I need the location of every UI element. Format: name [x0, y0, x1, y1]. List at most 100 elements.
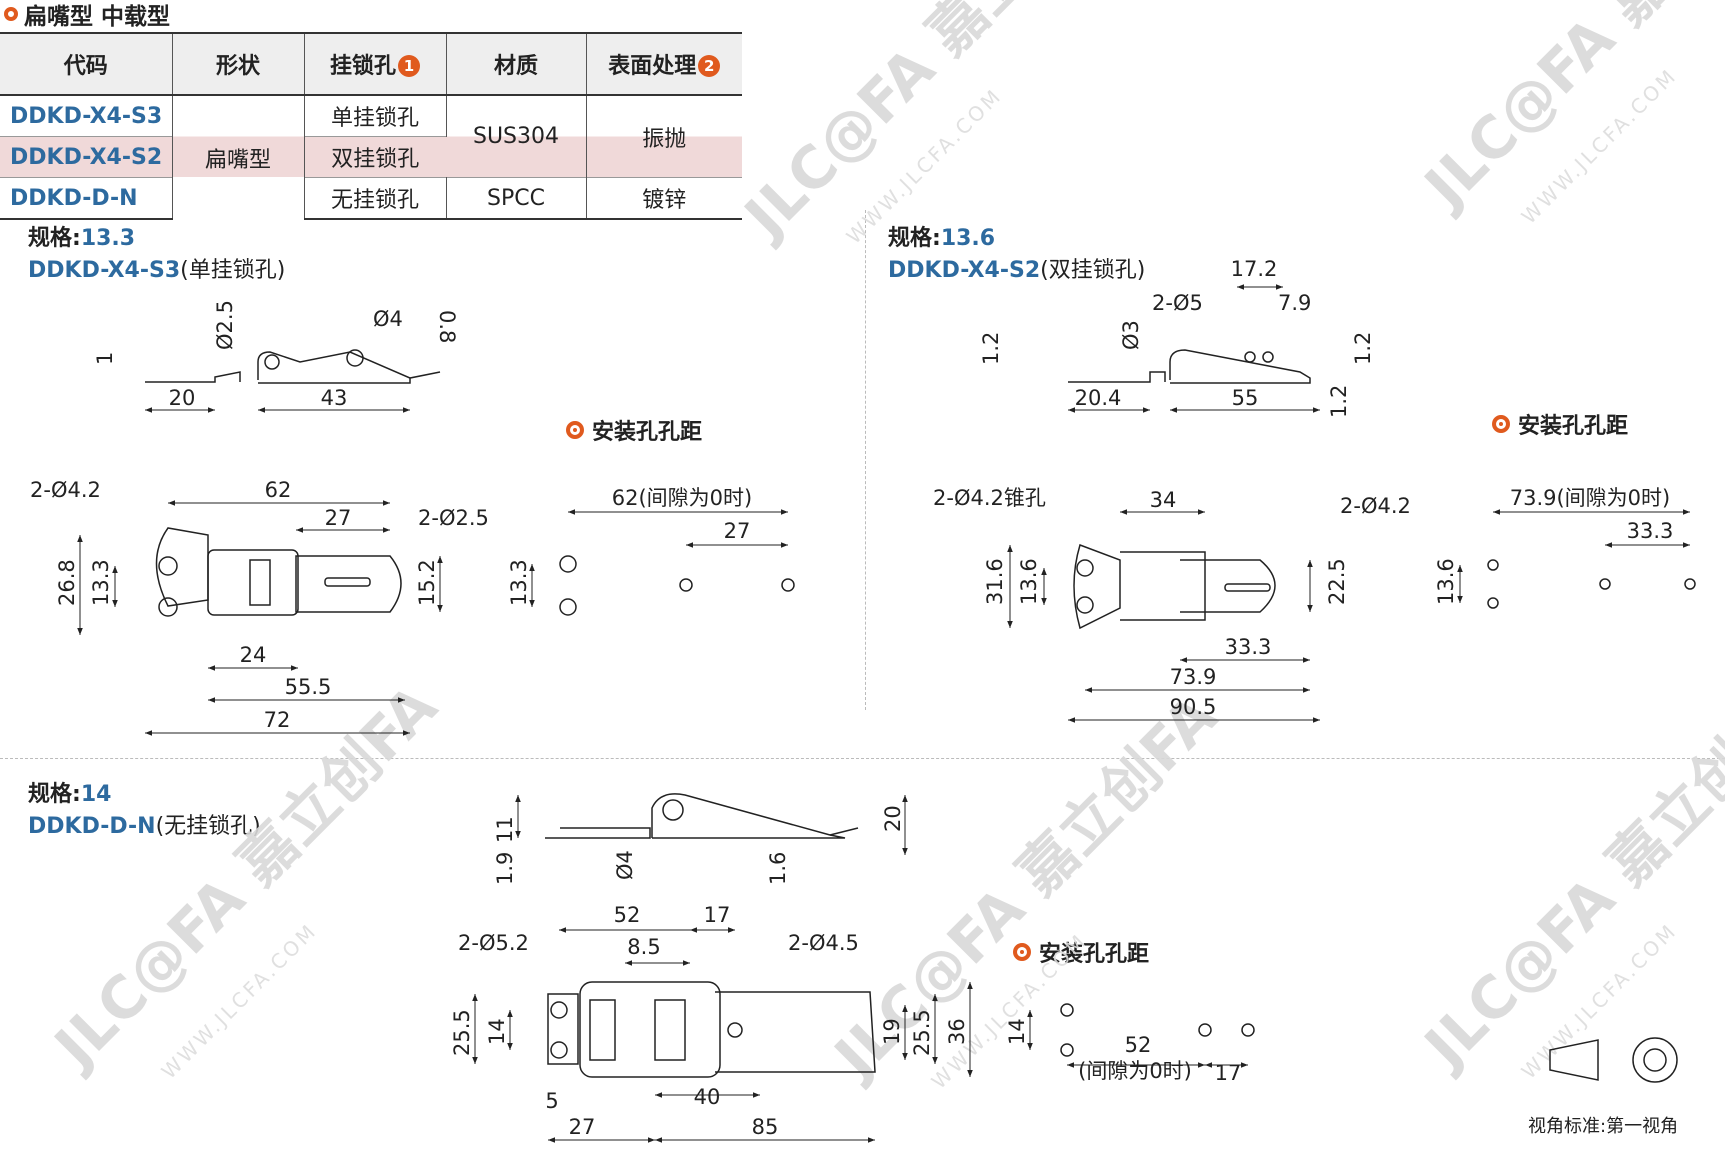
spec-value: 13.3: [80, 226, 136, 251]
top-view-3: [547, 981, 876, 1078]
spec-label-text: 规格:: [28, 782, 81, 807]
title-ring-icon: [4, 7, 18, 21]
spec-label: 规格:13.3: [28, 220, 285, 252]
dim-text: 33.3: [1225, 635, 1272, 659]
spec-code: DDKD-X4-S3(单挂锁孔): [28, 252, 285, 284]
dim-text: 13.3: [507, 559, 531, 606]
dim-text: 55: [1232, 386, 1259, 410]
dim-text: 7.9: [1278, 291, 1311, 315]
dim-text: 17.2: [1231, 257, 1278, 281]
side-view-2: [1068, 349, 1311, 384]
target-icon: [566, 421, 584, 439]
dim-text: 13.3: [89, 559, 113, 606]
col-header-material: 材质: [446, 33, 587, 95]
dim-text: 20: [169, 386, 196, 410]
hole-spacing-label: 安装孔孔距: [1039, 942, 1150, 967]
target-icon: [1013, 943, 1031, 961]
dim-text: 24: [240, 643, 267, 667]
dim-text: 8.5: [627, 935, 660, 959]
col-header-hole-label: 挂锁孔: [329, 54, 396, 79]
dim-text: 27: [325, 506, 352, 530]
dimension-lines: [77, 284, 1690, 1143]
spec-label-text: 规格:: [888, 226, 941, 251]
dim-text: Ø2.5: [213, 300, 237, 350]
dim-text: Ø3: [1119, 320, 1143, 350]
dim-text: 36: [945, 1018, 969, 1045]
dim-text: 34: [1150, 488, 1177, 512]
side-view-1: [145, 349, 441, 384]
code-cell[interactable]: DDKD-D-N: [0, 177, 173, 220]
col-header-surface-label: 表面处理: [608, 54, 697, 79]
material-cell: SUS304: [446, 94, 587, 178]
spec-block-2: 规格:13.6 DDKD-X4-S2(双挂锁孔): [888, 220, 1145, 284]
dim-text: 85: [752, 1115, 779, 1139]
dim-text: 1.2: [1327, 385, 1351, 418]
section-title: 扁嘴型 中载型: [4, 0, 171, 30]
top-view-1: [155, 527, 402, 617]
dim-text: 20.4: [1075, 386, 1122, 410]
code-cell[interactable]: DDKD-X4-S3: [0, 94, 173, 137]
hole-pattern-3: [1060, 1003, 1255, 1057]
first-angle-symbol-icon: [1549, 1037, 1678, 1083]
hole-cell: 双挂锁孔: [304, 136, 446, 178]
col-header-shape: 形状: [172, 33, 305, 95]
dim-text: 90.5: [1170, 695, 1217, 719]
title-text: 扁嘴型 中载型: [24, 4, 171, 30]
spec-desc: (单挂锁孔): [180, 258, 286, 283]
target-icon: [1492, 415, 1510, 433]
dim-text-group-2: 17.2 2-Ø5 7.9 Ø3 1.2 1.2 1.2 20.4 55 2-Ø…: [933, 257, 1673, 719]
code-cell[interactable]: DDKD-X4-S2: [0, 136, 173, 178]
spec-block-1: 规格:13.3 DDKD-X4-S3(单挂锁孔): [28, 220, 285, 284]
spec-label-text: 规格:: [28, 226, 81, 251]
table-row: DDKD-D-N 无挂锁孔 SPCC 镀锌: [0, 177, 742, 220]
material-cell: SPCC: [446, 177, 587, 220]
dim-text: 52: [1125, 1033, 1152, 1057]
hole-spacing-title-1: 安装孔孔距: [566, 414, 702, 446]
dim-text: (间隙为0时): [1078, 1059, 1192, 1083]
dim-text: 17: [1215, 1061, 1242, 1085]
dim-text: 62(间隙为0时): [612, 486, 752, 510]
spec-code: DDKD-X4-S2(双挂锁孔): [888, 252, 1145, 284]
watermark: JLC@FA 嘉立创FA WWW.JLCFA.COM JLC@FA 嘉立创FA …: [39, 0, 1725, 1094]
hole-pattern-1: [559, 555, 795, 616]
spec-desc: (双挂锁孔): [1040, 258, 1146, 283]
dim-text: 2-Ø4.2: [1340, 494, 1411, 518]
spec-value: 14: [80, 782, 112, 807]
dim-text: 14: [1005, 1018, 1029, 1045]
spec-block-3: 规格:14 DDKD-D-N(无挂锁孔): [28, 776, 261, 840]
dim-text: 73.9: [1170, 665, 1217, 689]
dim-text: 43: [321, 386, 348, 410]
hole-spacing-label: 安装孔孔距: [1518, 414, 1629, 439]
dim-text: 1.2: [979, 332, 1003, 365]
table-row: DDKD-X4-S2 双挂锁孔: [0, 136, 742, 178]
vertical-divider: [865, 210, 866, 710]
dim-text: 17: [704, 903, 731, 927]
dim-text: 2-Ø4.2锥孔: [933, 486, 1046, 510]
dim-text: 13.6: [1017, 558, 1041, 605]
hole-spacing-title-3: 安装孔孔距: [1013, 936, 1149, 968]
hole-cell: 无挂锁孔: [304, 177, 447, 220]
dim-text: 11: [493, 816, 517, 843]
dim-text: 15.2: [415, 559, 439, 606]
dim-text: 26.8: [55, 559, 79, 606]
dim-text: Ø4: [613, 850, 637, 880]
dim-text: 72: [264, 708, 291, 732]
hole-spacing-title-2: 安装孔孔距: [1492, 408, 1628, 440]
dim-text: 73.9(间隙为0时): [1510, 486, 1671, 510]
dim-text: Ø4: [373, 307, 403, 331]
col-header-code: 代码: [0, 33, 173, 95]
shape-cell: 扁嘴型: [172, 94, 305, 219]
view-standard-label: 视角标准:第一视角: [1528, 1116, 1679, 1137]
dim-text: 20: [881, 805, 905, 832]
hole-cell: 单挂锁孔: [304, 94, 447, 137]
spec-desc: (无挂锁孔): [155, 814, 261, 839]
dim-text: 31.6: [983, 558, 1007, 605]
dim-text: 27: [569, 1115, 596, 1139]
spec-code: DDKD-D-N(无挂锁孔): [28, 808, 261, 840]
dim-text: 33.3: [1627, 519, 1674, 543]
spec-label: 规格:13.6: [888, 220, 1145, 252]
